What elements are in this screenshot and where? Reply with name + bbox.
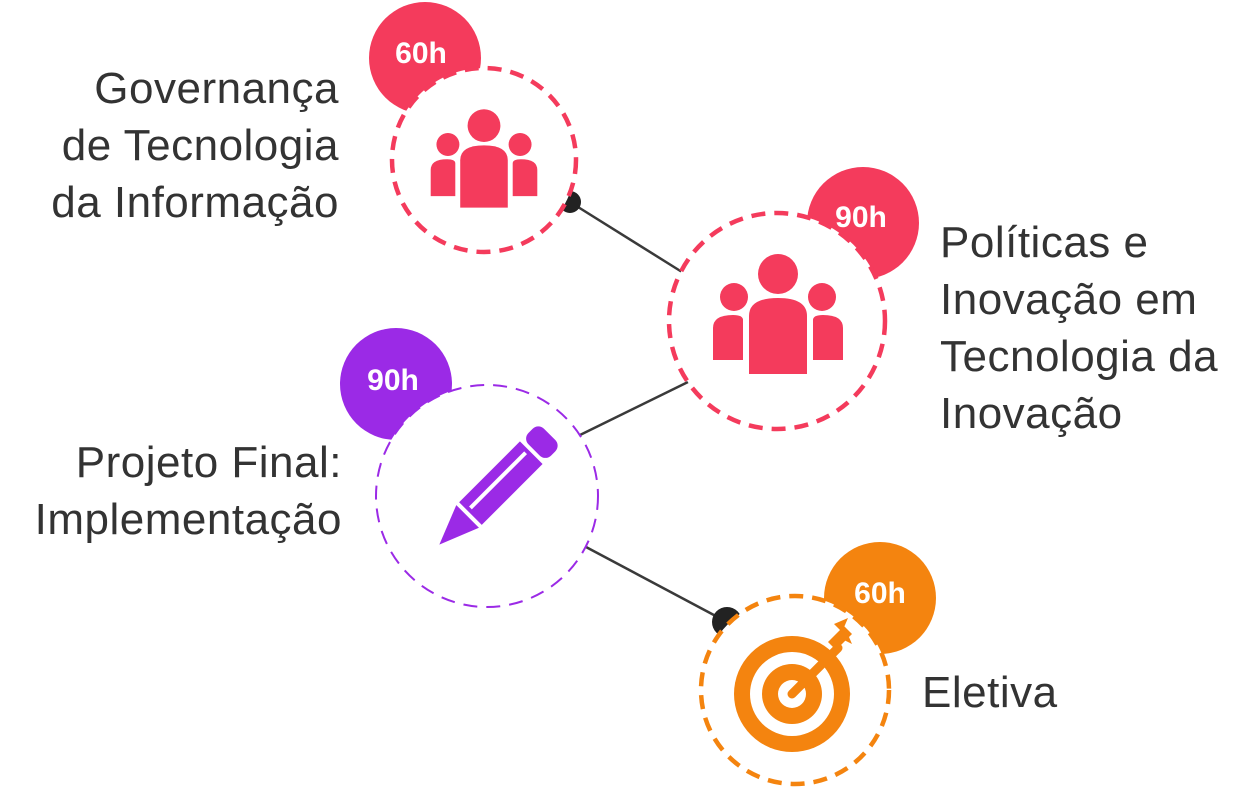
module-title-eletiva: Eletiva <box>922 664 1058 721</box>
title-line: Inovação <box>940 389 1123 438</box>
title-line: da Informação <box>51 178 339 227</box>
connectors <box>569 200 728 624</box>
title-line: Políticas e <box>940 218 1149 267</box>
connector-line-3 <box>585 545 728 624</box>
hours-badge-label: 90h <box>835 201 887 234</box>
target-arrow-icon <box>734 618 852 752</box>
hours-badge-label: 60h <box>395 37 447 70</box>
people-group-icon <box>713 254 843 374</box>
module-title-governanca: Governança de Tecnologia da Informação <box>51 60 339 231</box>
hours-badge-label: 90h <box>367 364 419 397</box>
title-line: Inovação em <box>940 275 1198 324</box>
module-projeto-final: 90h <box>340 328 599 608</box>
module-governanca: 60h <box>369 2 579 255</box>
module-title-projeto-final: Projeto Final: Implementação <box>35 434 342 548</box>
title-line: Implementação <box>34 495 342 544</box>
hours-badge-label: 60h <box>854 577 906 610</box>
connector-line-2 <box>579 380 689 437</box>
title-line: de Tecnologia <box>61 121 339 170</box>
title-line: Governança <box>94 64 339 113</box>
module-eletiva: 60h <box>698 542 936 787</box>
connector-line-1 <box>569 200 683 274</box>
pencil-icon <box>439 426 558 545</box>
title-line: Eletiva <box>922 668 1058 717</box>
module-title-politicas: Políticas e Inovação em Tecnologia da In… <box>940 214 1218 442</box>
module-politicas: 90h <box>666 167 919 432</box>
title-line: Projeto Final: <box>75 438 342 487</box>
people-group-icon <box>430 109 538 208</box>
title-line: Tecnologia da <box>940 332 1219 381</box>
